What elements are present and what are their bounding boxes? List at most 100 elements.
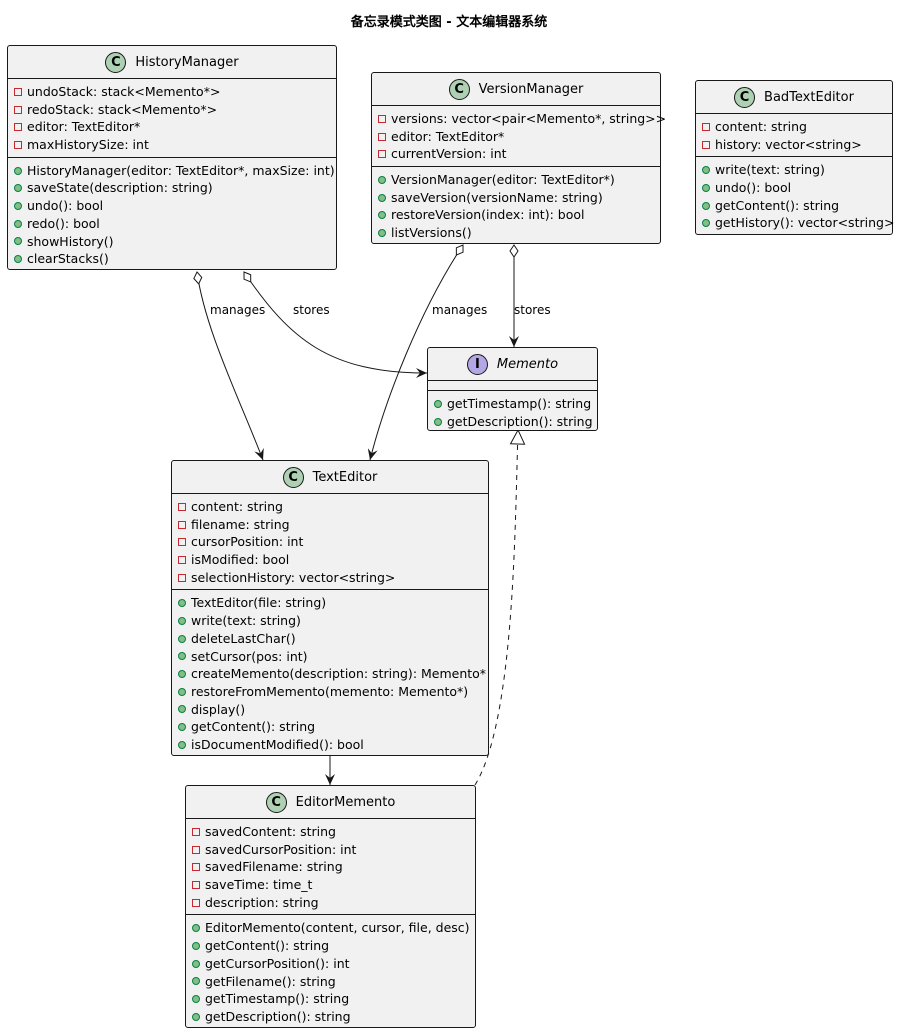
public-visibility-icon	[178, 705, 186, 714]
hm-stores-memento-edge	[243, 271, 428, 378]
attribute-row-text: history: vector<string>	[715, 136, 862, 152]
method-row-text: getFilename(): string	[205, 973, 336, 989]
class-stereotype-icon: C	[105, 51, 127, 73]
attribute-row-text: savedFilename: string	[205, 859, 343, 875]
hm-stores-label: stores	[293, 303, 330, 317]
method-row-text: write(text: string)	[191, 613, 301, 629]
method-row-section: TextEditor(file: string)write(text: stri…	[172, 589, 488, 756]
attribute-row: undoStack: stack<Memento*>	[8, 83, 336, 101]
private-visibility-icon	[14, 140, 22, 149]
attribute-row-text: undoStack: stack<Memento*>	[27, 84, 221, 99]
method-row-text: getDescription(): string	[205, 1008, 351, 1024]
public-visibility-icon	[378, 193, 386, 202]
public-visibility-icon	[192, 941, 200, 950]
method-row-text: display()	[191, 701, 246, 717]
private-visibility-icon	[378, 132, 386, 141]
method-row: clearStacks()	[8, 250, 336, 268]
attribute-row: history: vector<string>	[696, 136, 892, 154]
method-row-text: clearStacks()	[27, 251, 109, 267]
method-row-text: createMemento(description: string): Meme…	[191, 666, 487, 682]
public-visibility-icon	[192, 995, 200, 1004]
method-row-text: getTimestamp(): string	[447, 396, 592, 411]
method-row: getContent(): string	[172, 718, 488, 736]
public-visibility-icon	[378, 211, 386, 220]
attribute-row: editor: TextEditor*	[372, 128, 660, 146]
private-visibility-icon	[702, 122, 710, 131]
attribute-row-text: selectionHistory: vector<string>	[191, 569, 396, 585]
method-row: saveVersion(versionName: string)	[372, 189, 660, 207]
public-visibility-icon	[378, 228, 386, 237]
class-stereotype-icon: C	[265, 791, 287, 813]
method-row-text: getDescription(): string	[447, 413, 593, 429]
public-visibility-icon	[702, 201, 710, 210]
attribute-row-text: editor: TextEditor*	[391, 128, 505, 144]
method-row: redo(): bool	[8, 215, 336, 233]
method-row-text: getContent(): string	[191, 719, 316, 735]
attribute-row: filename: string	[172, 516, 488, 534]
method-row-text: getHistory(): vector<string>	[715, 215, 895, 231]
private-visibility-icon	[378, 150, 386, 159]
class-header: C HistoryManager	[8, 46, 336, 79]
attribute-row-text: versions: vector<pair<Memento*, string>>	[391, 111, 667, 126]
private-visibility-icon	[178, 520, 186, 529]
public-visibility-icon	[178, 687, 186, 696]
class-historymanager[interactable]: C HistoryManager undoStack: stack<Memento*…	[7, 45, 337, 270]
class-header: I Memento	[428, 348, 597, 381]
public-visibility-icon	[178, 670, 186, 679]
class-stereotype-icon: C	[282, 466, 304, 488]
class-stereotype-icon: C	[734, 86, 756, 108]
private-visibility-icon	[178, 555, 186, 564]
method-row-text: restoreVersion(index: int): bool	[391, 207, 585, 223]
method-row: getTimestamp(): string	[428, 395, 597, 413]
method-row-text: getContent(): string	[715, 197, 840, 213]
attribute-row-text: maxHistorySize: int	[27, 137, 149, 153]
private-visibility-icon	[192, 863, 200, 872]
method-row: VersionManager(editor: TextEditor*)	[372, 171, 660, 189]
method-row-section: HistoryManager(editor: TextEditor*, maxS…	[8, 156, 336, 271]
method-row-text: redo(): bool	[27, 215, 100, 231]
method-row: EditorMemento(content, cursor, file, des…	[186, 919, 475, 937]
attribute-row: versions: vector<pair<Memento*, string>>	[372, 110, 666, 128]
method-row-text: VersionManager(editor: TextEditor*)	[391, 172, 615, 188]
attribute-row: saveTime: time_t	[186, 876, 475, 894]
method-row: setCursor(pos: int)	[172, 648, 488, 666]
method-row-text: HistoryManager(editor: TextEditor*, maxS…	[27, 162, 335, 178]
method-row: getDescription(): string	[428, 413, 597, 431]
attribute-row: savedFilename: string	[186, 858, 475, 876]
class-name: Memento	[496, 356, 559, 372]
method-row-text: saveVersion(versionName: string)	[391, 189, 603, 205]
attribute-row: cursorPosition: int	[172, 533, 488, 551]
class-name: HistoryManager	[135, 54, 239, 70]
method-row-text: EditorMemento(content, cursor, file, des…	[205, 920, 470, 936]
hm-manages-texteditor-edge	[193, 271, 264, 461]
method-row-text: showHistory()	[27, 233, 114, 249]
public-visibility-icon	[178, 652, 186, 661]
method-row: isDocumentModified(): bool	[172, 736, 488, 754]
attribute-row-text: savedCursorPosition: int	[205, 841, 357, 857]
attribute-row: isModified: bool	[172, 551, 488, 569]
attribute-row: content: string	[172, 498, 488, 516]
class-header: C BadTextEditor	[696, 81, 892, 114]
method-row: getDescription(): string	[186, 1008, 475, 1026]
interface-stereotype-icon: I	[466, 353, 488, 375]
public-visibility-icon	[702, 183, 710, 192]
private-visibility-icon	[192, 827, 200, 836]
class-name: BadTextEditor	[764, 89, 854, 105]
attribute-row: content: string	[696, 118, 892, 136]
interface-memento[interactable]: I Memento getTimestamp(): string getDescrip…	[427, 347, 598, 431]
attribute-row-text: saveTime: time_t	[205, 877, 313, 893]
hm-manages-label: manages	[210, 303, 265, 317]
class-stereotype-icon: C	[448, 78, 470, 100]
public-visibility-icon	[14, 184, 22, 193]
method-row-text: undo(): bool	[715, 180, 792, 196]
